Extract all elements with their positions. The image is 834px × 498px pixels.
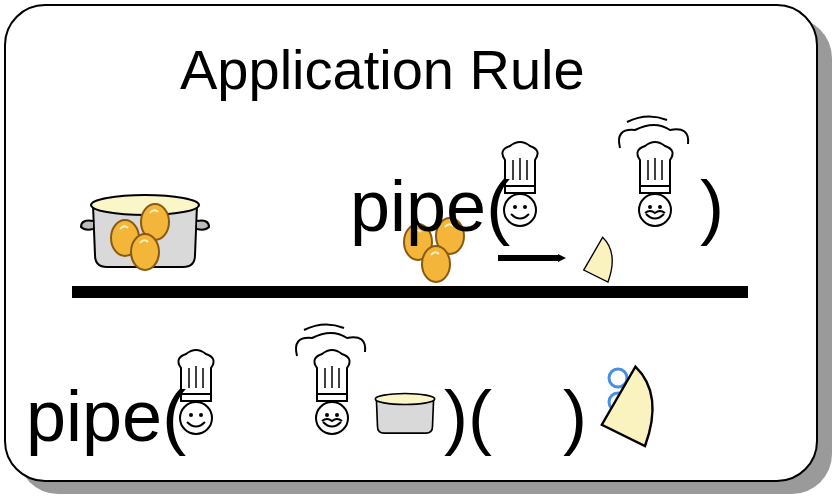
- code-label: pipe(: [26, 380, 186, 452]
- rule-line: [72, 286, 748, 298]
- arrow: [498, 255, 560, 261]
- code-label: pipe(: [350, 170, 510, 242]
- top-chefs: [502, 116, 688, 226]
- omelette: [584, 237, 626, 283]
- bottom-chefs: [178, 324, 365, 434]
- code-label: ): [563, 380, 587, 452]
- omelette: [602, 367, 677, 449]
- code-label: ): [700, 170, 724, 242]
- pot-with-eggs: [81, 195, 209, 270]
- code-label: )(: [444, 380, 492, 452]
- title: Application Rule: [180, 42, 585, 98]
- frame: [5, 5, 817, 481]
- empty-pot: [375, 394, 434, 434]
